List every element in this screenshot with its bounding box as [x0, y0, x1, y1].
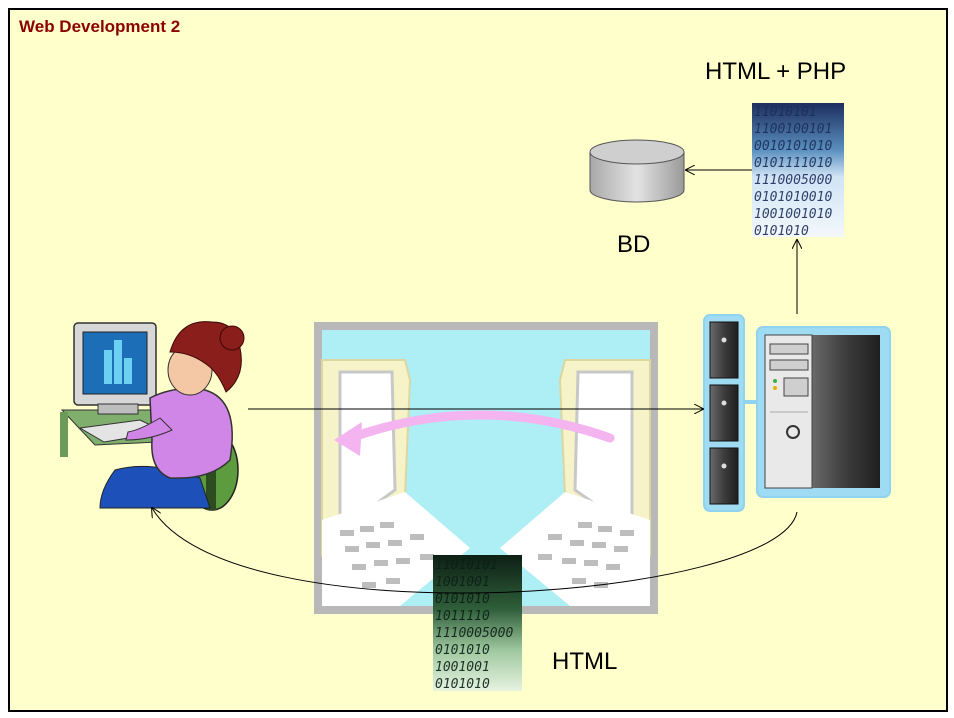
- database-label: BD: [617, 231, 651, 258]
- server-tower-icon: [756, 326, 891, 498]
- binary-digits-row: 1001001: [435, 660, 490, 675]
- database-icon: [589, 139, 685, 203]
- binary-digits-row: 1110005000: [754, 173, 832, 188]
- binary-digits-row: 1001001010: [754, 207, 832, 222]
- binary-digits-row: 1001001: [435, 575, 490, 590]
- binary-digits-row: 0010101010: [754, 139, 832, 154]
- binary-digits-row: 0101010: [435, 592, 490, 607]
- binary-digits-row: 1110005000: [435, 626, 513, 641]
- binary-digits-row: 0101010: [435, 677, 490, 692]
- server-rack-icon: [703, 314, 760, 512]
- client-binary-image-icon: 11010101 1001001 0101010 1011110 1110005000 0…: [433, 555, 522, 692]
- binary-digits-row: 11010101: [754, 105, 817, 120]
- server-output-label: HTML + PHP: [705, 58, 847, 85]
- binary-digits-row: 1100100101: [754, 122, 832, 137]
- binary-digits-row: 1011110: [435, 609, 490, 624]
- response-arrow: [152, 508, 798, 594]
- server-binary-image-icon: 11010101 1100100101 0010101010 0101111010 11…: [752, 103, 844, 239]
- binary-digits-row: 0101010010: [754, 190, 832, 205]
- computer-user-icon: [60, 321, 245, 511]
- binary-digits-row: 11010101: [435, 558, 498, 573]
- slide-title: Web Development 2: [19, 17, 181, 36]
- client-response-label: HTML: [552, 648, 618, 675]
- binary-digits-row: 0101010: [754, 224, 809, 239]
- binary-digits-row: 0101111010: [754, 156, 832, 171]
- binary-digits-row: 0101010: [435, 643, 490, 658]
